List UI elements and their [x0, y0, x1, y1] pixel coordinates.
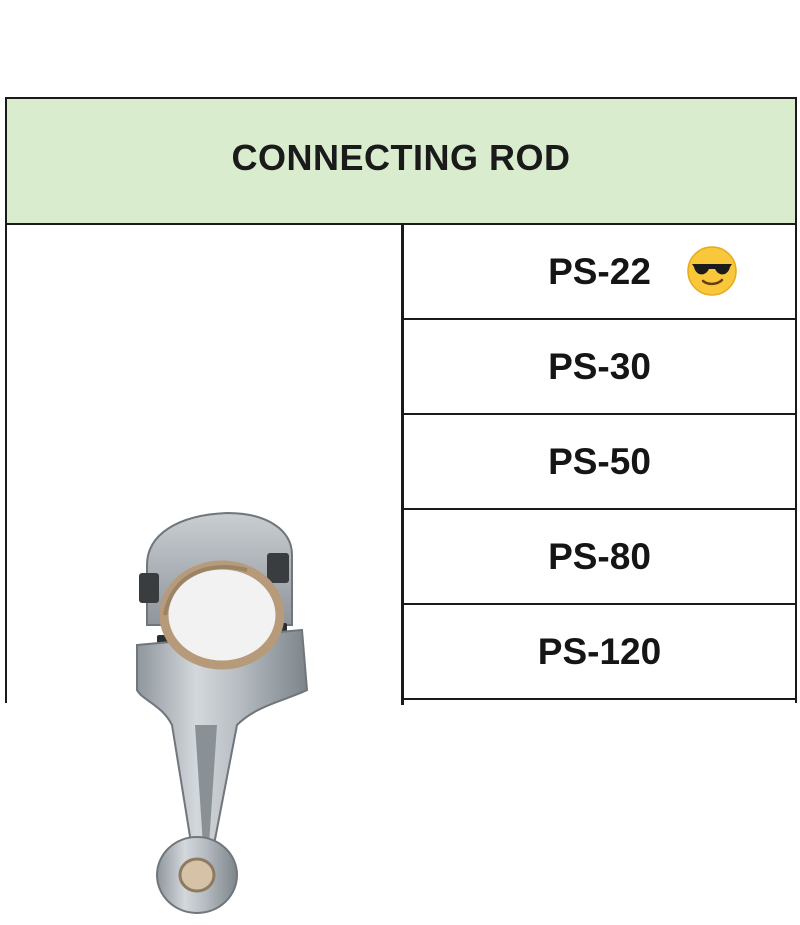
model-list: PS-22 PS-30 PS-50 PS-80 PS-120 [404, 225, 795, 705]
model-label: PS-80 [548, 535, 651, 577]
model-row: PS-120 [404, 605, 795, 700]
model-label: PS-22 [548, 250, 651, 292]
table-title: CONNECTING ROD [231, 137, 571, 178]
model-label: PS-50 [548, 440, 651, 482]
product-table: CONNECTING ROD [5, 97, 797, 914]
model-label: PS-30 [548, 345, 651, 387]
product-image-cell [7, 225, 404, 914]
model-label: PS-120 [537, 630, 662, 672]
model-row: PS-30 [404, 320, 795, 415]
model-row: PS-80 [404, 510, 795, 605]
model-row: PS-50 [404, 415, 795, 510]
sunglasses-face-emoji-icon [687, 246, 737, 296]
connecting-rod-photo [136, 511, 309, 914]
model-row: PS-22 [404, 225, 795, 320]
table-header: CONNECTING ROD [7, 99, 795, 225]
